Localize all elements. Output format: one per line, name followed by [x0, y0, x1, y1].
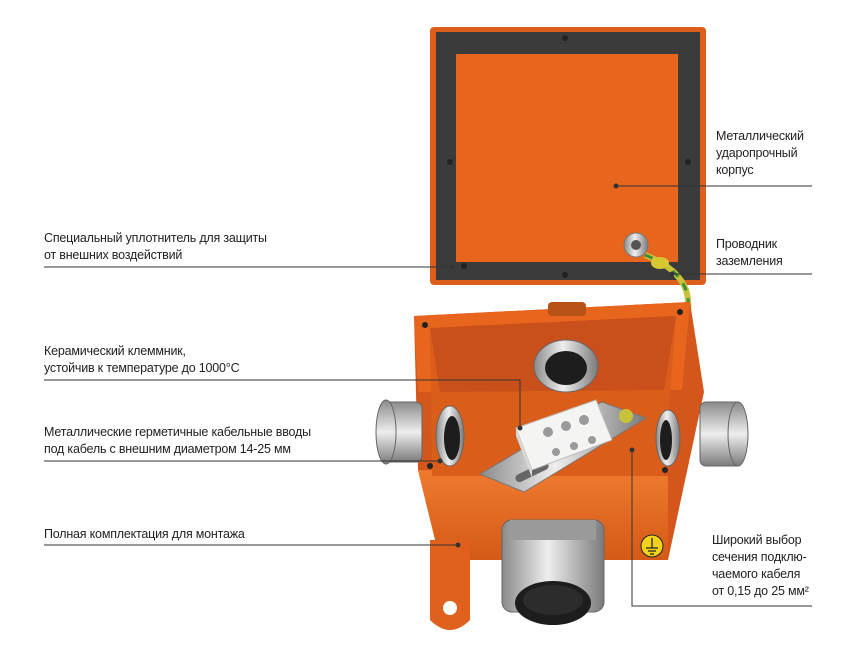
callout-body-line-2: ударопрочный	[716, 146, 798, 160]
callout-body-line-1: Металлический	[716, 129, 804, 143]
callout-terminal-line-1: Керамический клеммник,	[44, 344, 186, 358]
gland-left	[375, 399, 465, 467]
callout-ground-line-2: заземления	[716, 254, 783, 268]
leader-section	[631, 450, 812, 607]
callout-terminal-line-2: устойчив к температуре до 1000°С	[44, 361, 240, 375]
lid	[430, 27, 706, 285]
callout-terminal: Керамический клеммник, устойчив к темпер…	[44, 343, 240, 377]
leader-lines	[44, 183, 812, 607]
callout-body: Металлический ударопрочный корпус	[716, 128, 804, 179]
gland-back	[533, 302, 599, 393]
callout-kit-line-1: Полная комплектация для монтажа	[44, 527, 245, 541]
callout-seal-line-2: от внешних воздействий	[44, 248, 183, 262]
gland-front	[501, 519, 605, 625]
callout-section-line-1: Широкий выбор	[712, 533, 802, 547]
callout-section-line-2: сечения подклю-	[712, 550, 807, 564]
callout-body-line-3: корпус	[716, 163, 754, 177]
leader-terminal	[44, 379, 521, 428]
callout-kit: Полная комплектация для монтажа	[44, 526, 245, 543]
callout-ground-line-1: Проводник	[716, 237, 777, 251]
callout-glands: Металлические герметичные кабельные ввод…	[44, 424, 311, 458]
callout-section: Широкий выбор сечения подклю- чаемого ка…	[712, 532, 809, 600]
callout-section-line-4: от 0,15 до 25 мм²	[712, 584, 809, 598]
callout-section-line-3: чаемого кабеля	[712, 567, 801, 581]
callout-glands-line-1: Металлические герметичные кабельные ввод…	[44, 425, 311, 439]
ceramic-terminal	[478, 399, 648, 493]
callout-ground: Проводник заземления	[716, 236, 783, 270]
callout-seal-line-1: Специальный уплотнитель для защиты	[44, 231, 267, 245]
callout-glands-line-2: под кабель с внешним диаметром 14-25 мм	[44, 442, 291, 456]
gland-right	[655, 401, 749, 467]
callout-seal: Специальный уплотнитель для защиты от вн…	[44, 230, 267, 264]
